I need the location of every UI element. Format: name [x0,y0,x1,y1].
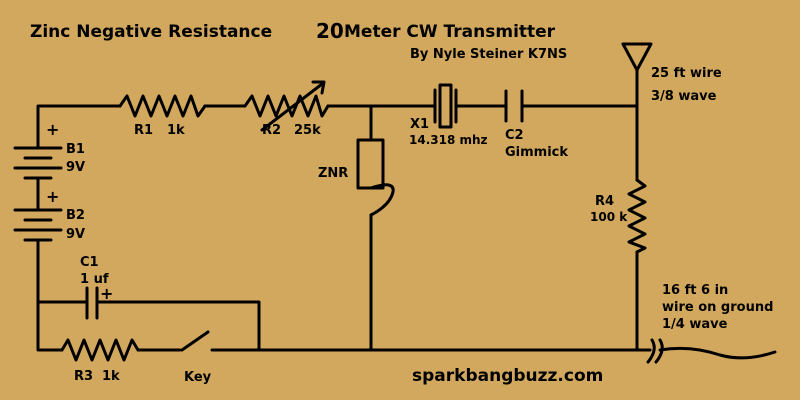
r2-name: R2 [262,123,281,138]
ground-line2: wire on ground [662,300,773,315]
b1-plus: + [46,120,59,139]
r3-name: R3 [74,369,93,384]
x1-value: 14.318 mhz [409,133,488,147]
b1-battery [13,146,63,212]
title-part1: Zinc Negative Resistance [30,22,272,42]
c1-plus: + [100,284,113,303]
c1-value: 1 uf [80,272,109,287]
c1-name: C1 [80,255,99,270]
top-wire [36,104,639,150]
ground-line3: 1/4 wave [662,317,728,332]
key-name: Key [184,370,212,385]
title-part3: Meter CW Transmitter [344,22,556,42]
r2-value: 25k [294,123,321,138]
antenna-line2: 3/8 wave [651,89,717,104]
x1-crystal [433,83,458,129]
ground-wire [635,338,777,364]
b2-battery [13,208,64,352]
b1-name: B1 [66,142,85,157]
r1-name: R1 [134,123,153,138]
c1-capacitor [36,286,261,352]
r4-name: R4 [595,194,614,209]
c2-name: C2 [505,128,524,143]
r3-resistor [60,338,182,362]
c2-value: Gimmick [505,145,568,160]
r3-value: 1k [102,369,120,384]
byline: By Nyle Steiner K7NS [410,47,567,62]
ground-line1: 16 ft 6 in [662,283,728,298]
title-part2: 20 [316,19,344,43]
website-text: sparkbangbuzz.com [412,366,603,386]
r2-variable-resistor [243,80,330,132]
r1-value: 1k [167,123,185,138]
r4-value: 100 k [590,210,628,224]
key-switch [180,330,639,352]
r1-resistor [118,94,207,118]
antenna [621,42,653,182]
b1-value: 9V [66,160,85,175]
b2-value: 9V [66,227,85,242]
c2-capacitor [504,89,524,123]
b2-plus: + [46,187,59,206]
r4-resistor [627,178,647,352]
x1-name: X1 [410,117,429,132]
antenna-line1: 25 ft wire [651,66,722,81]
b2-name: B2 [66,208,85,223]
znr-device [356,104,395,352]
znr-name: ZNR [318,166,348,181]
